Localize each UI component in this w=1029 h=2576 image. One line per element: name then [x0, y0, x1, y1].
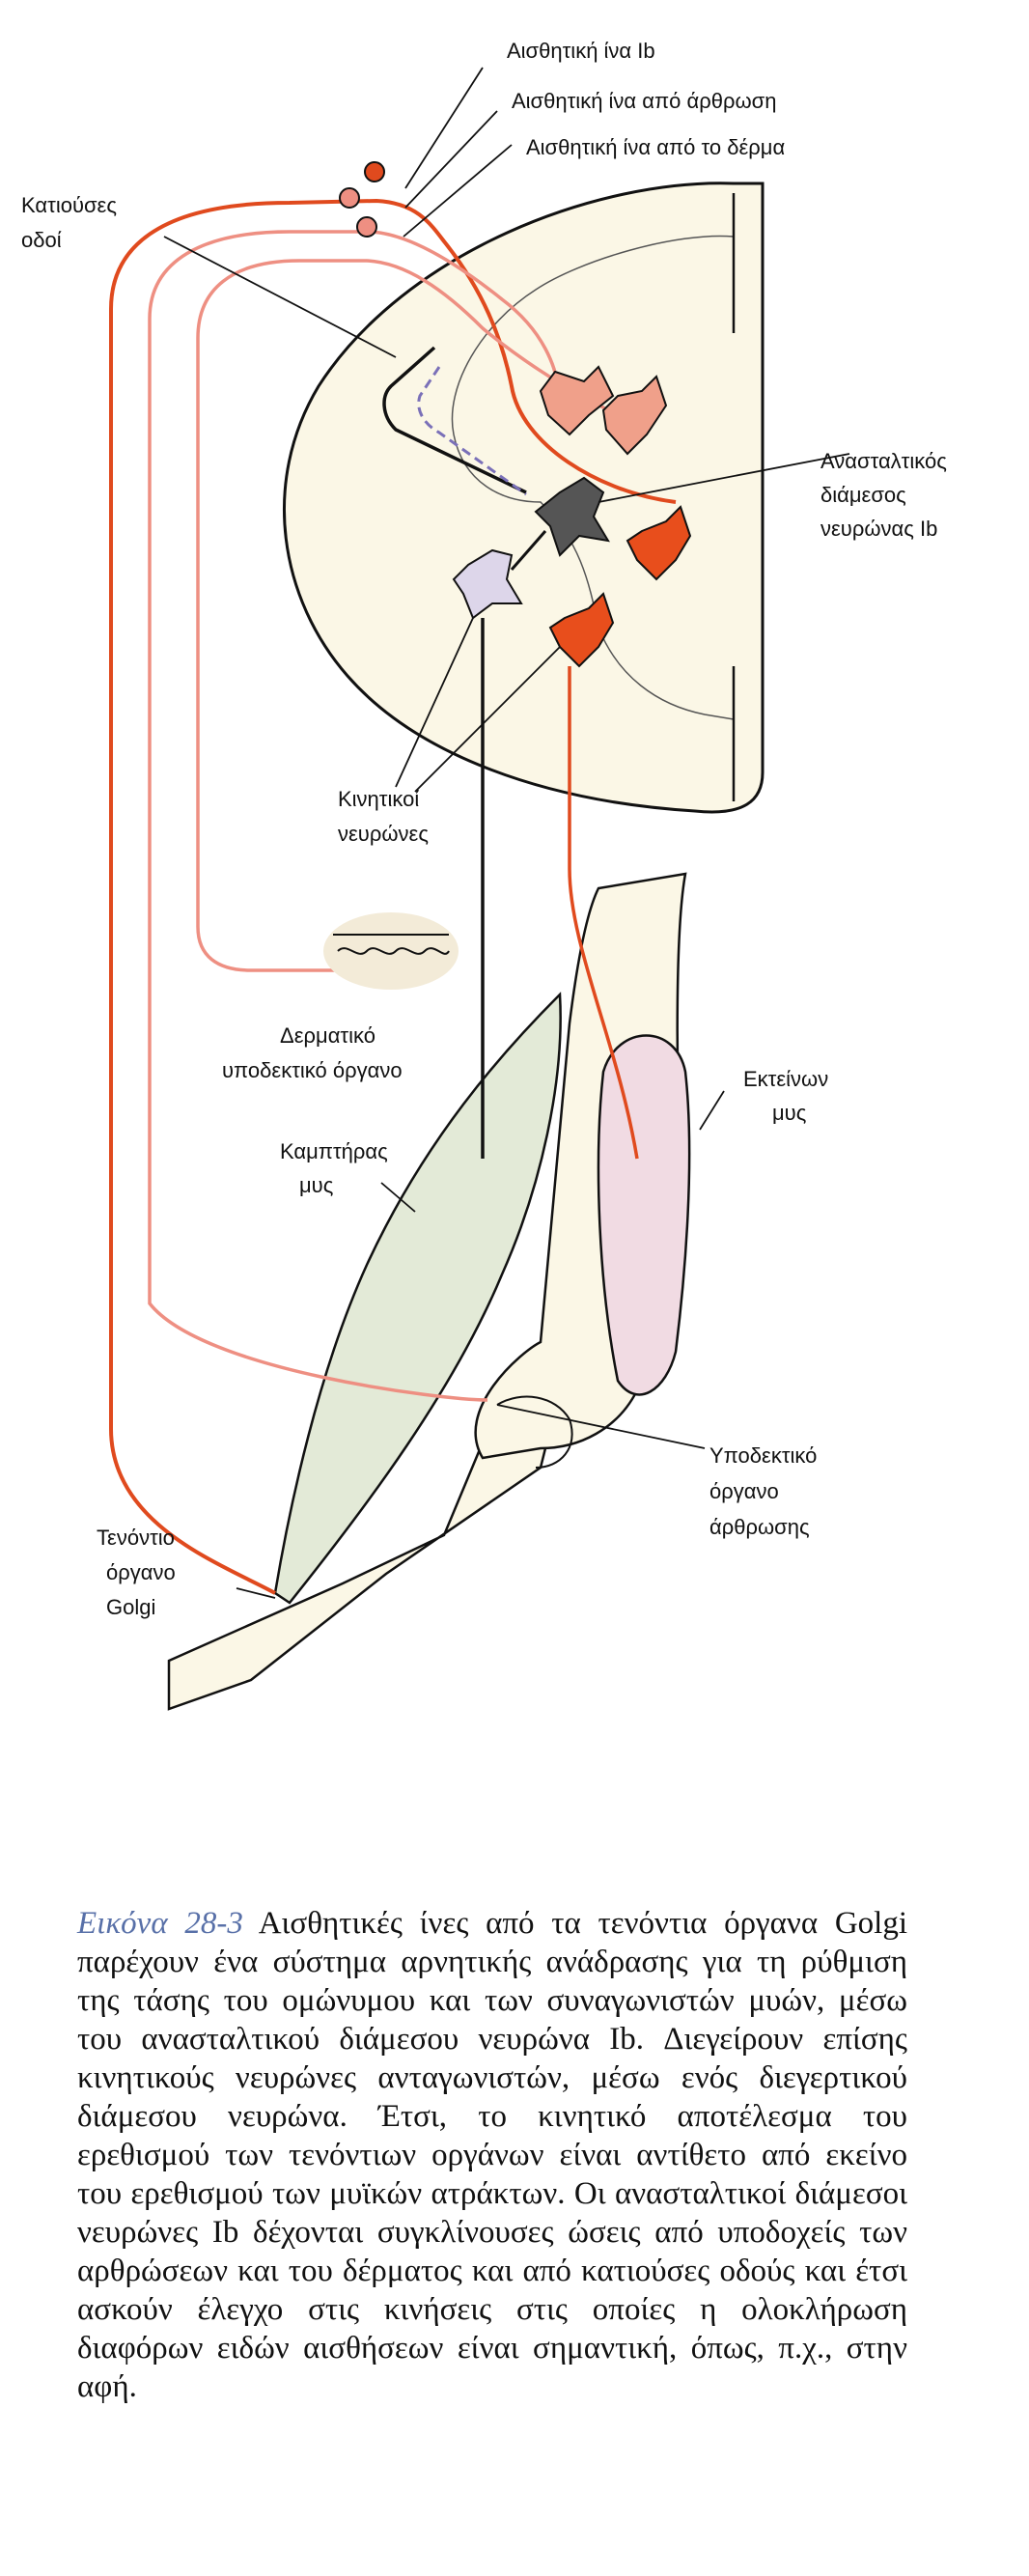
figure-caption: Εικόνα 28-3 Αισθητικές ίνες από τα τενόν…	[77, 1904, 907, 2406]
cord-outline	[283, 182, 765, 814]
joint-fiber	[148, 230, 562, 1402]
label-skin-organ-1: Δερματικό	[280, 1023, 375, 1048]
label-joint-organ-3: άρθρωσης	[709, 1515, 810, 1539]
pointer-ib	[404, 67, 484, 189]
ib-fiber	[109, 198, 677, 1595]
label-inhibitory-2: διάμεσος	[820, 483, 906, 507]
flexor-motor-neuron	[452, 548, 523, 620]
pointer-motor-2	[414, 646, 561, 793]
label-ib-fiber: Αισθητική ίνα Ib	[507, 39, 655, 63]
pointer-golgi	[236, 1587, 276, 1599]
label-skin-organ-2: υποδεκτικό όργανο	[222, 1058, 403, 1082]
inhibitory-to-flexor	[510, 530, 547, 571]
extensor-motor-neuron-2	[548, 592, 615, 668]
label-golgi-1: Τενόντιο	[97, 1526, 175, 1550]
label-motor-1: Κινητικοί	[338, 787, 419, 811]
label-motor-2: νευρώνες	[338, 822, 429, 846]
extensor-motor-neuron-1	[626, 505, 692, 581]
pointer-flexor	[380, 1182, 416, 1213]
label-inhibitory-1: Ανασταλτικός	[820, 449, 947, 473]
ib-fiber-terminal	[364, 161, 385, 182]
label-extensor-2: μυς	[772, 1101, 806, 1125]
label-flexor-2: μυς	[299, 1173, 333, 1197]
label-joint-organ-1: Υποδεκτικό	[709, 1443, 817, 1468]
extensor-motor-axon	[568, 666, 639, 1160]
pointer-inhibitory	[598, 453, 850, 503]
flexor-muscle	[273, 992, 562, 1605]
label-golgi-2: όργανο	[106, 1560, 176, 1584]
skin-receptor-wave	[337, 947, 450, 955]
label-inhibitory-3: νευρώνας Ib	[820, 517, 937, 541]
neural-circuit-diagram: Αισθητική ίνα Ib Αισθητική ίνα από άρθρω…	[21, 39, 947, 1711]
pointer-lines	[163, 67, 850, 1599]
joint-fiber-terminal	[339, 187, 360, 209]
pointer-extensor	[699, 1090, 725, 1131]
excitatory-interneuron-1	[539, 365, 615, 436]
figure-number: Εικόνα 28-3	[77, 1906, 243, 1941]
gray-matter-outline	[451, 235, 735, 720]
extensor-muscle	[597, 1034, 691, 1396]
caption-text: Αισθητικές ίνες από τα τενόντια όργανα G…	[77, 1906, 908, 2404]
label-joint-organ-2: όργανο	[709, 1479, 779, 1503]
label-golgi-3: Golgi	[106, 1595, 155, 1619]
skin-fiber	[196, 259, 638, 972]
label-descending-2: οδοί	[21, 228, 62, 252]
label-flexor-1: Καμπτήρας	[280, 1139, 388, 1163]
label-extensor-1: Εκτείνων	[743, 1067, 828, 1091]
skin-receptor-organ	[323, 912, 459, 990]
descending-pathway-purple	[417, 366, 527, 496]
pointer-motor-1	[395, 617, 474, 788]
descending-pathway-black	[382, 346, 527, 494]
pointer-skin	[403, 144, 513, 238]
limb	[167, 872, 691, 1711]
pointer-joint-organ	[496, 1404, 706, 1449]
inhibitory-interneuron	[534, 476, 610, 557]
label-skin-fiber: Αισθητική ίνα από το δέρμα	[526, 135, 785, 159]
spinal-cord	[283, 182, 765, 814]
excitatory-interneuron-2	[601, 375, 668, 456]
pointer-joint	[404, 110, 498, 209]
pointer-descending	[163, 236, 397, 358]
skin-fiber-terminal	[356, 216, 377, 238]
label-joint-fiber: Αισθητική ίνα από άρθρωση	[512, 89, 776, 113]
label-descending-1: Κατιούσες	[21, 193, 117, 217]
